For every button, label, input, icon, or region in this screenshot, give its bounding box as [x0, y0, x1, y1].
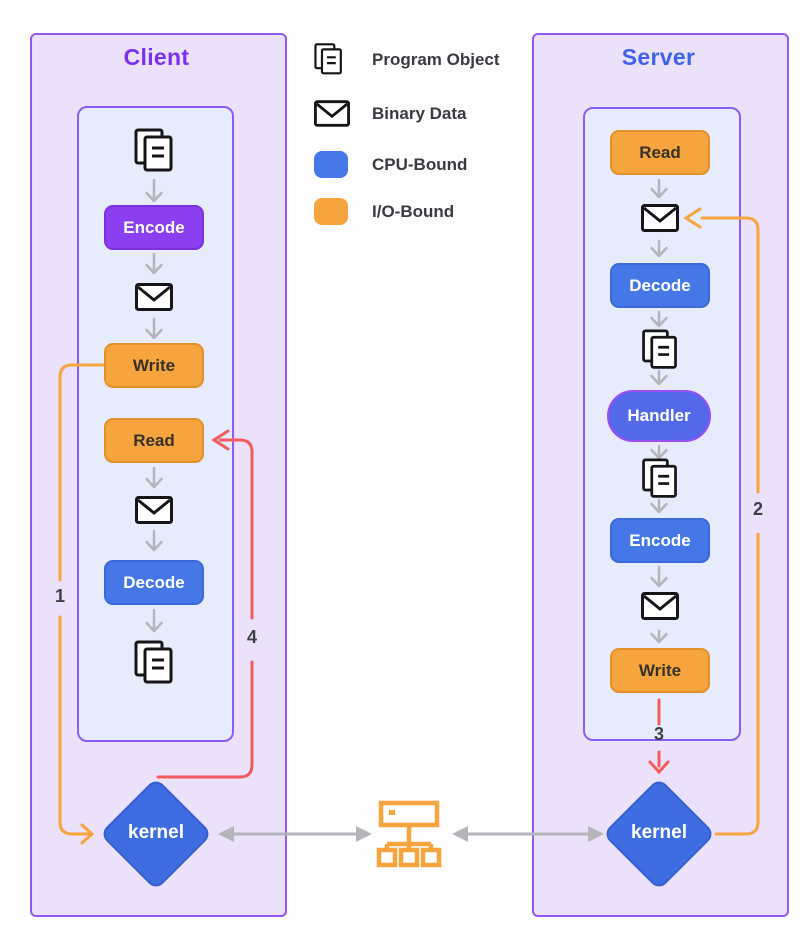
step-label-2: 2 — [752, 499, 763, 519]
server-read-node: Read — [610, 130, 710, 175]
binary-data-icon — [641, 204, 679, 237]
binary-data-icon — [641, 592, 679, 625]
client-kernel-label: kernel — [128, 822, 184, 843]
client-write-node: Write — [104, 343, 204, 388]
legend-item-io-bound: I/O-Bound — [314, 198, 454, 225]
client-title: Client — [123, 44, 190, 70]
binary-data-icon — [135, 283, 173, 316]
legend-item-program-object: Program Object — [314, 42, 500, 77]
legend-label: I/O-Bound — [372, 201, 455, 221]
io-bound-swatch — [314, 198, 354, 225]
client-encode-node: Encode — [104, 205, 204, 250]
legend-label: Binary Data — [372, 103, 467, 123]
client-decode-node: Decode — [104, 560, 204, 605]
binary-data-icon — [314, 100, 354, 127]
legend-label: CPU-Bound — [372, 154, 468, 174]
server-kernel-label: kernel — [631, 822, 687, 843]
server-handler-node: Handler — [607, 390, 711, 442]
legend-label: Program Object — [372, 49, 500, 69]
step-label-3: 3 — [653, 724, 664, 744]
program-object-icon — [134, 640, 174, 691]
step-label-4: 4 — [246, 627, 257, 647]
network-icon — [376, 800, 442, 868]
server-decode-node: Decode — [610, 263, 710, 308]
step-label-1: 1 — [54, 586, 65, 606]
program-object-icon — [314, 42, 354, 77]
binary-data-icon — [135, 496, 173, 529]
server-write-node: Write — [610, 648, 710, 693]
cpu-bound-swatch — [314, 151, 354, 178]
legend-item-cpu-bound: CPU-Bound — [314, 151, 467, 178]
server-title: Server — [621, 44, 696, 70]
legend-item-binary-data: Binary Data — [314, 100, 466, 127]
client-read-node: Read — [104, 418, 204, 463]
program-object-icon — [134, 128, 174, 179]
program-object-icon — [640, 458, 680, 505]
program-object-icon — [640, 329, 680, 376]
server-encode-node: Encode — [610, 518, 710, 563]
